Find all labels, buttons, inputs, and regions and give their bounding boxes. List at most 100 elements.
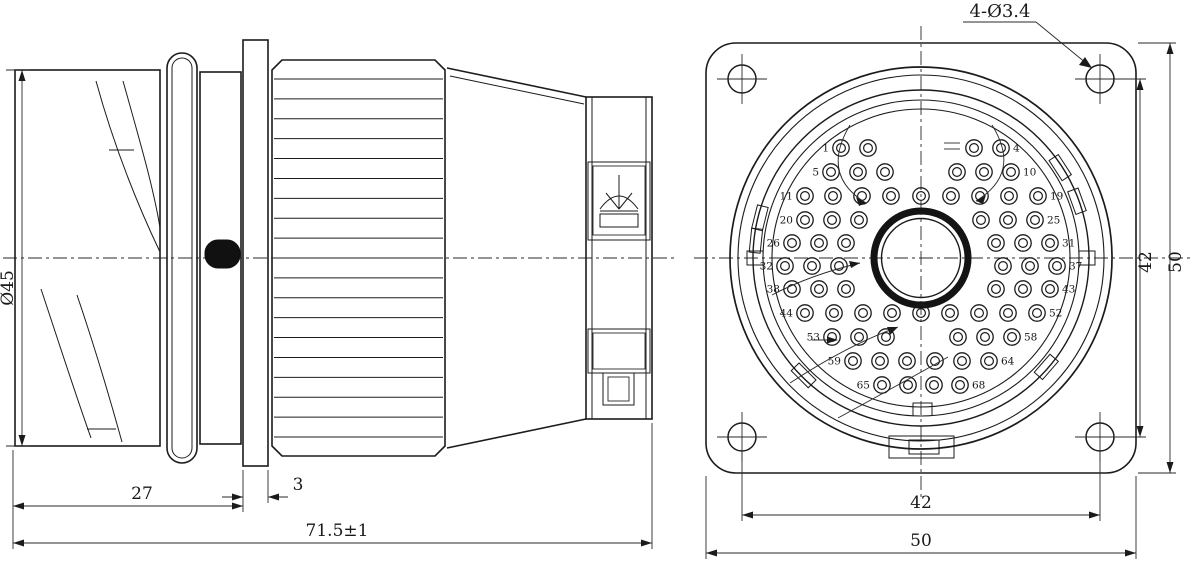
pin-contact (926, 352, 944, 370)
dim-text-width: 50 (910, 531, 932, 551)
pin-contact-inner (1002, 215, 1013, 226)
pin-contact-inner (886, 308, 897, 319)
pin-contact-inner (825, 167, 836, 178)
pin-contact-inner (901, 356, 912, 367)
pin-contact-inner (968, 143, 979, 154)
clamp-slot-line (40, 288, 92, 439)
pin-contact (822, 163, 840, 181)
pin-contact (876, 163, 894, 181)
pin-number: 32 (760, 261, 773, 273)
pin-number: 59 (828, 356, 841, 368)
flange-side (242, 39, 269, 467)
pin-number: 37 (1069, 261, 1082, 273)
pin-contact-inner (799, 215, 810, 226)
pin-contact-inner (806, 261, 817, 272)
dim-pitch-h-42: 42 (741, 452, 1101, 521)
coupling-ribs (274, 78, 443, 438)
pin-contact-inner (915, 191, 926, 202)
dim-text-diameter: Ø45 (0, 270, 18, 306)
taper-bottom (446, 418, 587, 449)
dim-diameter-45: Ø45 (0, 69, 30, 447)
pin-contact-inner (956, 356, 967, 367)
pin-contact (850, 211, 868, 229)
cable-clamp-body (14, 69, 161, 447)
pin-contact-inner (813, 238, 824, 249)
pin-contact (987, 280, 1005, 298)
pin-contact (877, 328, 895, 346)
face-circle (737, 74, 1105, 442)
lower-detail-box-inner (592, 332, 646, 370)
pin-contact-inner (840, 284, 851, 295)
pin-contact (803, 257, 821, 275)
pin-contact-inner (847, 356, 858, 367)
pin-contact (987, 234, 1005, 252)
pin-contact-inner (1006, 332, 1017, 343)
pin-contact (992, 139, 1010, 157)
seal-ring (166, 52, 198, 464)
dim-text-flange-thickness: 3 (293, 475, 304, 495)
pin-contact-inner (879, 167, 890, 178)
pin-contact (1000, 187, 1018, 205)
dim-overall-71-5: 71.5±1 (12, 423, 653, 549)
pin-number: 1 (822, 143, 829, 155)
pin-number: 38 (767, 284, 780, 296)
pin-number: 53 (807, 332, 820, 344)
pin-contact-inner (975, 215, 986, 226)
pin-contact (942, 187, 960, 205)
pin-contact (912, 187, 930, 205)
hole-callout: 4-Ø3.4 (963, 1, 1093, 69)
pin-contact (970, 304, 988, 322)
keyway (746, 250, 764, 266)
lower-detail-box (587, 328, 651, 374)
pin-contact-inner (857, 308, 868, 319)
pin-contact (823, 328, 841, 346)
pin-number: 5 (812, 167, 819, 179)
pin-contact-inner (1029, 215, 1040, 226)
pin-contact (976, 328, 994, 346)
pin-contact (1041, 234, 1059, 252)
pin-number: 10 (1023, 167, 1036, 179)
pin-contact-inner (990, 238, 1001, 249)
taper-top (446, 67, 587, 98)
coupling-body (271, 59, 446, 457)
pin-contact-inner (902, 380, 913, 391)
pin-contact (859, 139, 877, 157)
clamp-slot-line (76, 294, 123, 443)
pin-contact-inner (990, 284, 1001, 295)
bayonet-slot (1048, 153, 1073, 182)
pin-contact (810, 280, 828, 298)
pin-contact-inner (1003, 191, 1014, 202)
pin-contact-inner (1031, 308, 1042, 319)
pin-contact-inner (1024, 261, 1035, 272)
pin-contact (1003, 328, 1021, 346)
bayonet-slot (748, 227, 764, 254)
pin-contact-inner (874, 356, 885, 367)
pin-contact (999, 211, 1017, 229)
pin-contact-inner (779, 261, 790, 272)
key-detail-box-inner (592, 165, 646, 236)
dim-flange-3: 3 (222, 470, 303, 503)
pin-contact-inner (853, 332, 864, 343)
pin-contact (949, 328, 967, 346)
pin-number: 31 (1062, 238, 1075, 250)
pin-contact (810, 234, 828, 252)
pin-contact-inner (852, 167, 863, 178)
bayonet-slot (790, 362, 817, 389)
key-detail-box (587, 161, 651, 241)
pin-contact (783, 234, 801, 252)
pin-contact-inner (799, 191, 810, 202)
pin-contact (830, 257, 848, 275)
pin-contact-inner (978, 167, 989, 178)
dim-text-pitch-v: 42 (1136, 251, 1156, 273)
pin-number: 52 (1049, 308, 1062, 320)
pin-number: 4 (1013, 143, 1020, 155)
pin-contact (1014, 280, 1032, 298)
pin-number: 65 (857, 380, 870, 392)
pin-contact (824, 187, 842, 205)
pin-contact (980, 352, 998, 370)
pin-contact (849, 163, 867, 181)
pin-contact (883, 304, 901, 322)
pin-contact-inner (813, 284, 824, 295)
pin-contact (1048, 257, 1066, 275)
